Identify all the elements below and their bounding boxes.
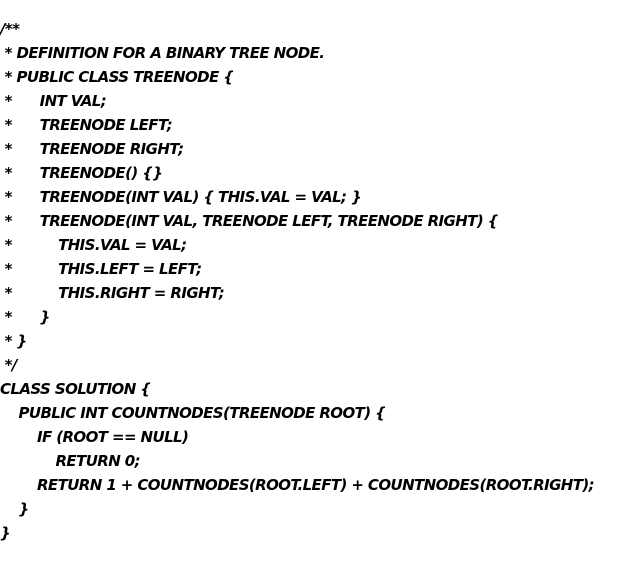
code-line: * TREENODE LEFT; — [0, 116, 173, 134]
code-line: PUBLIC INT COUNTNODES(TREENODE ROOT) { — [0, 404, 386, 422]
code-line: * DEFINITION FOR A BINARY TREE NODE. — [0, 44, 325, 62]
code-line: CLASS SOLUTION { — [0, 380, 151, 398]
code-line: * PUBLIC CLASS TREENODE { — [0, 68, 234, 86]
code-line: } — [0, 524, 11, 542]
code-line: /** — [0, 20, 20, 38]
code-line: */ — [0, 356, 18, 374]
code-line: } — [0, 500, 29, 518]
code-line: * TREENODE(INT VAL, TREENODE LEFT, TREEN… — [0, 212, 499, 230]
code-line: * THIS.LEFT = LEFT; — [0, 260, 203, 278]
code-line: RETURN 0; — [0, 452, 141, 470]
code-line: * TREENODE(INT VAL) { THIS.VAL = VAL; } — [0, 188, 362, 206]
code-line: IF (ROOT == NULL) — [0, 428, 189, 446]
code-line: * THIS.RIGHT = RIGHT; — [0, 284, 225, 302]
code-line: * THIS.VAL = VAL; — [0, 236, 187, 254]
code-line: * TREENODE RIGHT; — [0, 140, 185, 158]
code-line: RETURN 1 + COUNTNODES(ROOT.LEFT) + COUNT… — [0, 476, 595, 494]
code-line: * } — [0, 308, 51, 326]
code-line: * TREENODE() {} — [0, 164, 163, 182]
code-line: * INT VAL; — [0, 92, 107, 110]
code-line: * } — [0, 332, 28, 350]
